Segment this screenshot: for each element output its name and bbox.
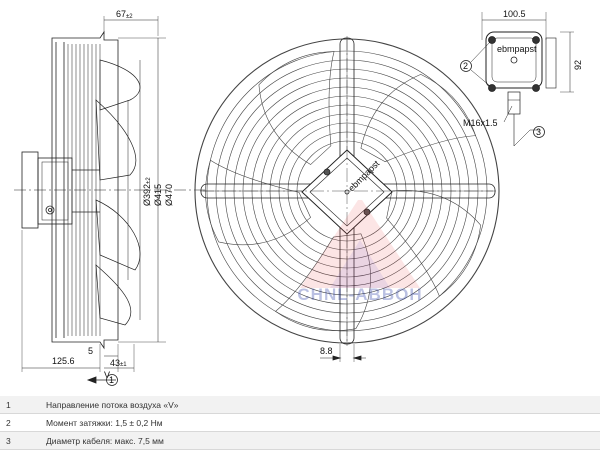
guard-frame (51, 30, 119, 350)
dim-d470: Ø470 (164, 184, 174, 206)
legend-number: 2 (0, 413, 40, 432)
legend-text: Момент затяжки: 1,5 ± 0,2 Нм (40, 413, 600, 432)
motor-body (37, 157, 73, 225)
dim-125-6: 125.6 (52, 356, 75, 366)
terminal-box-logo: ebmpapst (497, 44, 537, 54)
dim-d415: Ø415 (153, 184, 163, 206)
fan-blade (205, 159, 311, 246)
dim-8-8: 8.8 (320, 346, 333, 356)
fan-blade (386, 190, 482, 297)
side-view (14, 16, 205, 386)
cable-gland (45, 205, 55, 215)
legend-text: Направление потока воздуха «V» (40, 396, 600, 414)
svg-text:CHNL-ABBOH: CHNL-ABBOH (297, 285, 422, 304)
dim-d392: Ø392±2 (142, 177, 152, 206)
front-view (194, 36, 500, 362)
legend-number: 3 (0, 431, 40, 450)
dim-67: 67±2 (116, 9, 133, 20)
airflow-v-label: V (104, 370, 110, 380)
callout-circle-3 (533, 126, 545, 138)
callout-circle-1 (106, 374, 118, 386)
dim-100-5: 100.5 (503, 9, 526, 19)
dim-5: 5 (88, 346, 93, 356)
dim-43: 43±1 (110, 358, 127, 368)
legend-text: Диаметр кабеля: макс. 7,5 мм (40, 431, 600, 450)
fan-blade (258, 51, 335, 165)
fan-blade (275, 233, 371, 331)
terminal-box-detail (460, 12, 574, 147)
callout-circle-2 (460, 60, 472, 72)
callout-3-label: 3 (536, 127, 541, 137)
fan-blade (360, 74, 476, 163)
watermark: CHNL-ABBOH (297, 200, 422, 304)
legend-number: 1 (0, 396, 40, 414)
dim-m16: M16x1.5 (463, 118, 498, 128)
fan-blades (205, 51, 482, 331)
callout-2-label: 2 (463, 61, 468, 71)
technical-drawing: 67±2 Ø392±2 Ø415 Ø470 125.6 5 43±1 1 V 8… (14, 9, 583, 386)
callout-1-label: 1 (109, 375, 114, 385)
dim-92: 92 (573, 60, 583, 70)
